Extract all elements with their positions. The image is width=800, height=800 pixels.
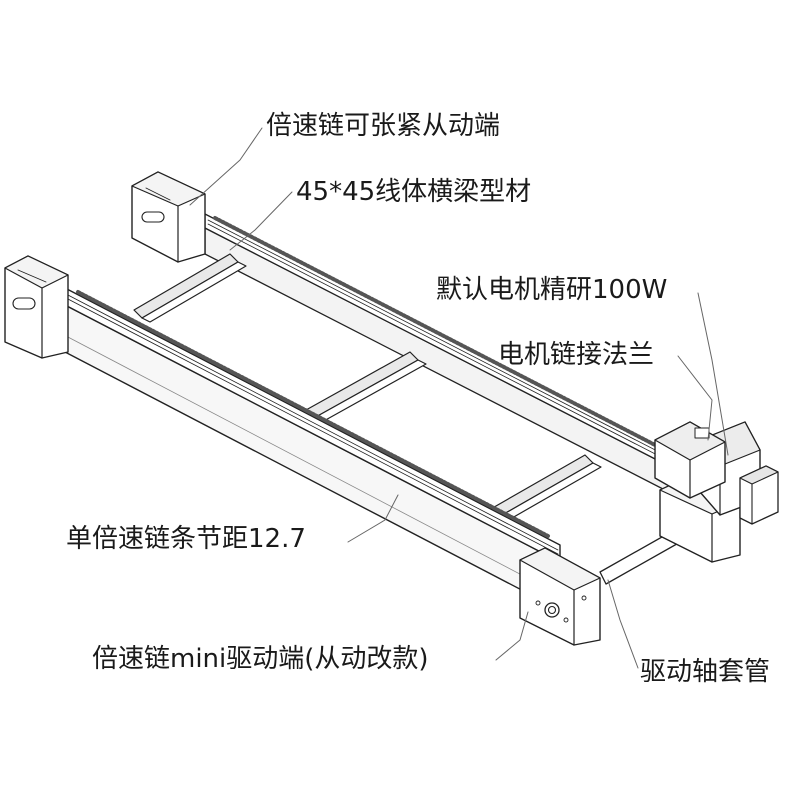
crossbeams bbox=[133, 253, 602, 527]
leader-lines bbox=[189, 127, 729, 669]
callout-shaft-sleeve: 驱动轴套管 bbox=[640, 657, 771, 687]
front-rail bbox=[64, 287, 561, 611]
callout-tension-end: 倍速链可张紧从动端 bbox=[266, 111, 501, 141]
drive-end-housing bbox=[519, 547, 601, 646]
callout-flange: 电机链接法兰 bbox=[498, 340, 655, 370]
callout-motor: 默认电机精研100W bbox=[436, 275, 668, 305]
tail-end-housing bbox=[4, 255, 69, 359]
motor-100w bbox=[654, 421, 779, 525]
callout-drive-end: 倍速链mini驱动端(从动改款) bbox=[92, 644, 429, 674]
callout-chain-pitch: 单倍速链条节距12.7 bbox=[66, 524, 306, 554]
back-chain bbox=[213, 216, 692, 465]
callout-crossbeam: 45*45线体横梁型材 bbox=[296, 177, 532, 207]
back-rail bbox=[204, 213, 701, 509]
front-chain bbox=[76, 290, 550, 538]
tension-end-housing bbox=[131, 171, 206, 263]
